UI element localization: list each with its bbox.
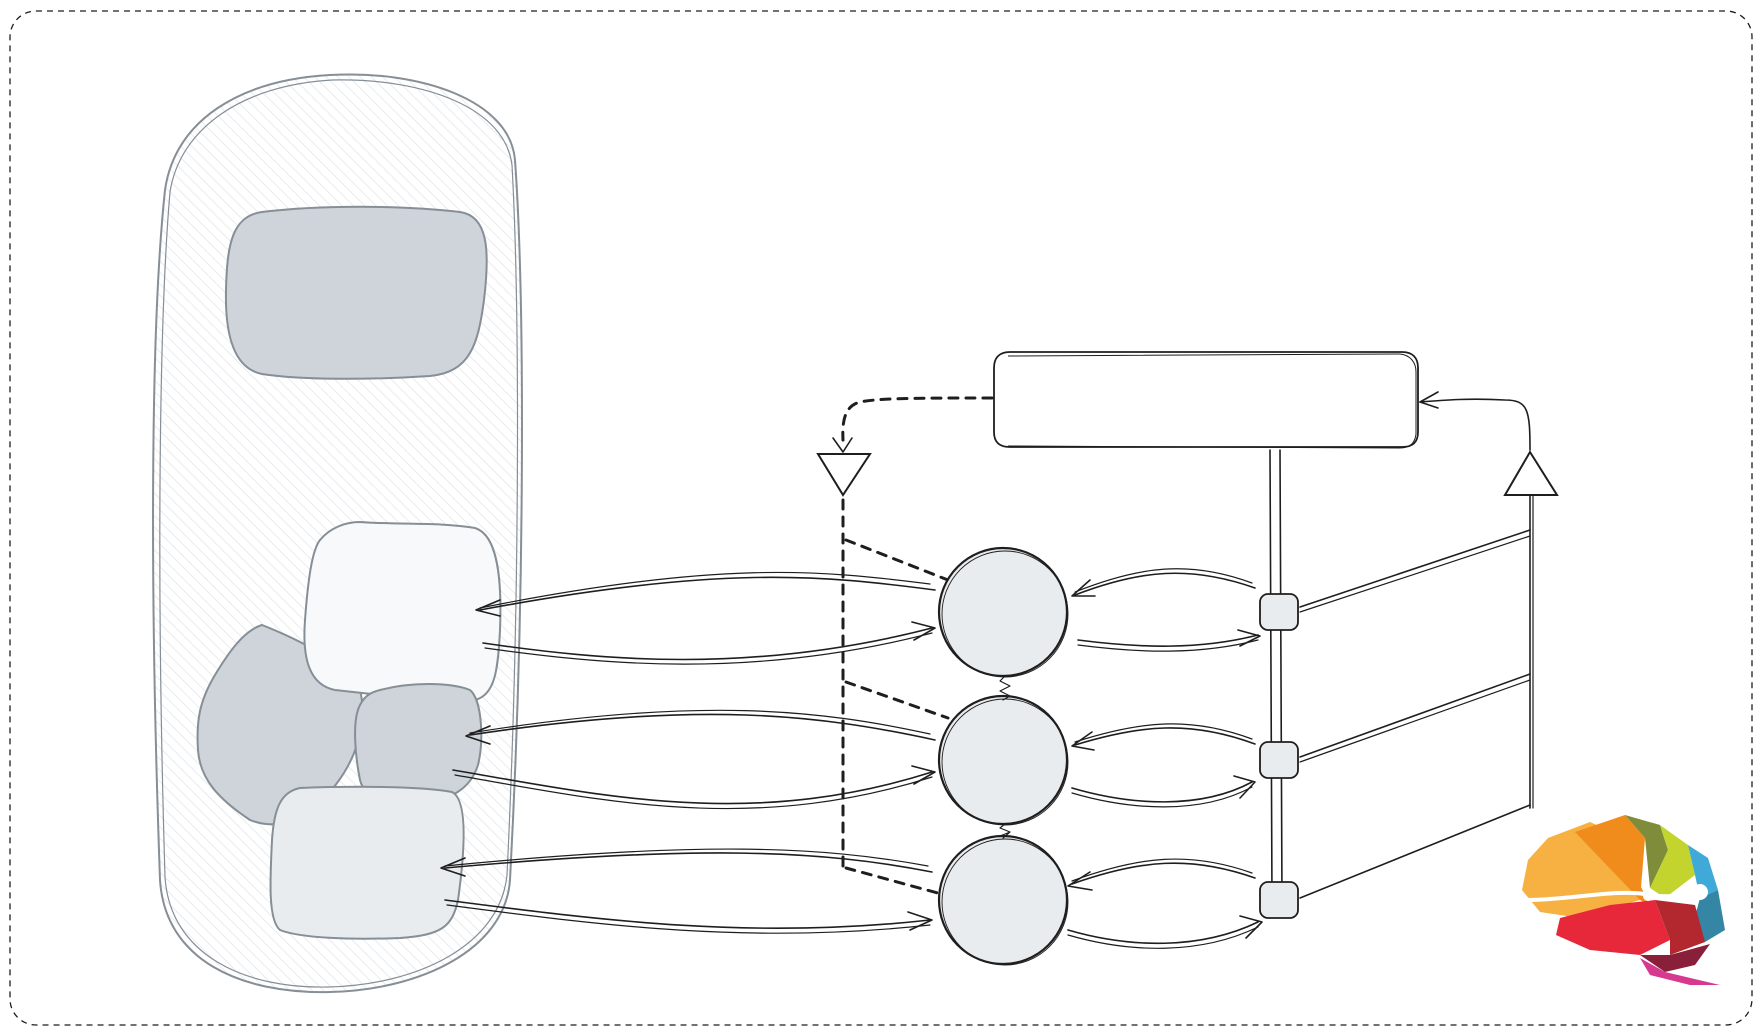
arrowhead-node2-to-block <box>465 725 491 745</box>
node-1 <box>937 546 1069 678</box>
arrowhead-node1-to-block <box>475 599 501 617</box>
arrow-node1-to-junction1 <box>1077 634 1259 647</box>
diag-connector-3 <box>1299 804 1531 899</box>
controller-bus-left <box>1269 449 1273 901</box>
diag-connector-1 <box>1299 529 1531 608</box>
arrow-node3-to-junction3 <box>1067 921 1259 945</box>
arrow-junction1-to-node1 <box>1074 572 1256 596</box>
feedback-up-arrowhead <box>1419 391 1439 409</box>
arrow-junction3-to-node3 <box>1071 862 1256 885</box>
controller-box <box>993 351 1419 449</box>
triangle-down-icon <box>816 453 872 497</box>
controller-bus-right <box>1279 449 1283 901</box>
spring-1 <box>999 675 1011 701</box>
spring-2 <box>999 823 1011 839</box>
junction-square-2 <box>1259 741 1299 779</box>
arrow-node1-to-block <box>479 576 936 611</box>
arrow-node2-to-junction2 <box>1071 781 1253 803</box>
diag-connector-2b <box>1299 679 1531 763</box>
dashed-feedback-curve <box>841 396 994 442</box>
dashed-branch-1 <box>844 538 950 582</box>
arrow-block-to-node3 <box>444 899 931 930</box>
arrow-block-to-node1 <box>482 627 933 661</box>
arrow-node3-to-block <box>444 852 933 873</box>
block-top <box>224 205 488 380</box>
dashed-branch-2 <box>844 680 950 720</box>
arrow-junction2-to-node2 <box>1074 727 1256 746</box>
brain-logo-icon <box>1522 815 1725 985</box>
node-2 <box>937 694 1069 826</box>
arrow-node2-to-block <box>469 713 936 741</box>
triangle-up-icon <box>1503 450 1559 496</box>
diag-connector-1b <box>1299 535 1531 613</box>
arrow-block-to-node2 <box>452 769 933 805</box>
block-mid-bottom <box>269 785 465 940</box>
arrowhead-block-to-node3 <box>907 911 933 931</box>
feedback-up-curve <box>1419 398 1531 451</box>
arrowhead-block-to-node1 <box>911 621 936 641</box>
junction-square-3 <box>1259 881 1299 919</box>
block-dark-small <box>354 683 483 805</box>
dashed-branch-3 <box>844 866 947 897</box>
block-light-middle <box>303 520 502 702</box>
dashed-arrowhead <box>832 437 853 453</box>
outer-dashed-frame <box>9 10 1753 1026</box>
arrowhead-node3-to-block <box>440 857 466 877</box>
junction-square-1 <box>1259 593 1299 631</box>
diag-connector-2 <box>1299 673 1531 758</box>
arrowhead-block-to-node2 <box>911 765 936 785</box>
node-3 <box>937 834 1069 966</box>
